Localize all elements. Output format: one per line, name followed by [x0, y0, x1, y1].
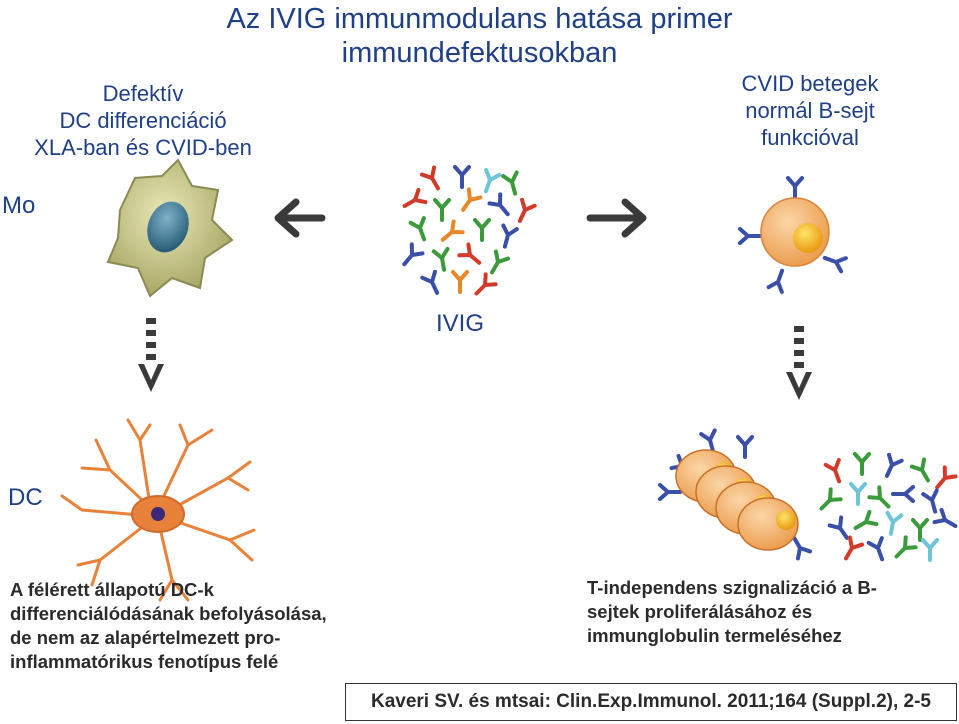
arrow-left-icon [274, 198, 326, 238]
note-line: CVID betegek [741, 71, 879, 96]
ivig-antibody-cluster-icon [396, 165, 537, 298]
title-line-2: immundefektusokban [341, 37, 618, 69]
caption-line: A félérett állapotú DC-k [10, 579, 214, 600]
defective-dc-note: Defektív DC differenciáció XLA-ban és CV… [18, 80, 268, 161]
note-line: funkcióval [761, 125, 859, 150]
cvid-note: CVID betegek normál B-sejt funkcióval [700, 70, 920, 151]
reference-citation: Kaveri SV. és mtsai: Clin.Exp.Immunol. 2… [345, 683, 957, 721]
immunoglobulin-cluster-icon [817, 452, 959, 564]
note-line: Defektív [102, 81, 184, 106]
page-title: Az IVIG immunmodulans hatása primer immu… [0, 0, 959, 70]
note-line: normál B-sejt [745, 98, 875, 123]
b-cell-effect-caption: T-independens szignalizáció a B- sejtek … [587, 576, 957, 648]
caption-line: de nem az alapértelmezett pro- [10, 627, 281, 648]
dc-effect-caption: A félérett állapotú DC-k differenciálódá… [10, 578, 410, 674]
caption-line: differenciálódásának befolyásolása, [10, 603, 327, 624]
dendritic-cell-icon [60, 418, 256, 602]
note-line: DC differenciáció [59, 108, 227, 133]
dotted-arrow-down-icon [138, 318, 164, 392]
b-cell-icon [738, 176, 848, 294]
dc-label: DC [8, 484, 43, 511]
caption-line: immunglobulin termeléséhez [587, 625, 842, 646]
caption-line: inflammatórikus fenotípus felé [10, 651, 279, 672]
arrow-right-icon [586, 198, 647, 238]
note-line: XLA-ban és CVID-ben [34, 135, 252, 160]
caption-line: sejtek proliferálásához és [587, 601, 813, 622]
title-line-1: Az IVIG immunmodulans hatása primer [226, 3, 733, 35]
proliferating-b-cells-icon [658, 428, 813, 561]
mo-label: Mo [2, 192, 36, 219]
ivig-label: IVIG [436, 310, 485, 337]
dotted-arrow-down-icon [786, 326, 812, 400]
caption-line: T-independens szignalizáció a B- [587, 577, 877, 598]
monocyte-icon [106, 158, 234, 298]
